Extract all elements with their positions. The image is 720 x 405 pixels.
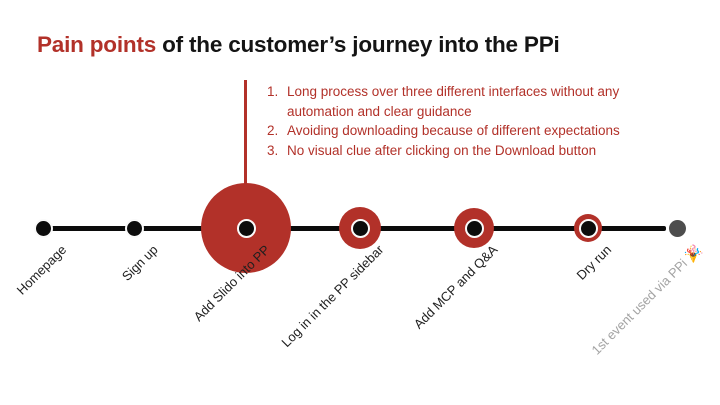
stop-dot [464,218,484,238]
pain-point-item: No visual clue after clicking on the Dow… [282,141,662,161]
pain-point-item: Avoiding downloading because of differen… [282,121,662,141]
title-accent: Pain points [37,32,157,57]
stop-label: Sign up [118,242,161,284]
stop-dot [124,218,144,238]
stop-dot [33,218,53,238]
pain-points-list: Long process over three different interf… [256,82,662,160]
pain-point-item: Long process over three different interf… [282,82,662,121]
stop-label: Log in in the PP sidebar [278,242,387,351]
stop-label: Dry run [573,242,615,283]
pain-points-annotation: Long process over three different interf… [256,82,662,160]
stop-dot [350,218,370,238]
stop-dot [236,218,256,238]
stop-dot [578,218,598,238]
title-rest: of the customer’s journey into the PPi [156,32,560,57]
connector-line [244,80,247,184]
stop-dot [668,219,686,237]
stop-label: Homepage [14,242,70,298]
page-title: Pain points of the customer’s journey in… [37,32,560,58]
stop-label: Add MCP and Q&A [410,242,501,332]
